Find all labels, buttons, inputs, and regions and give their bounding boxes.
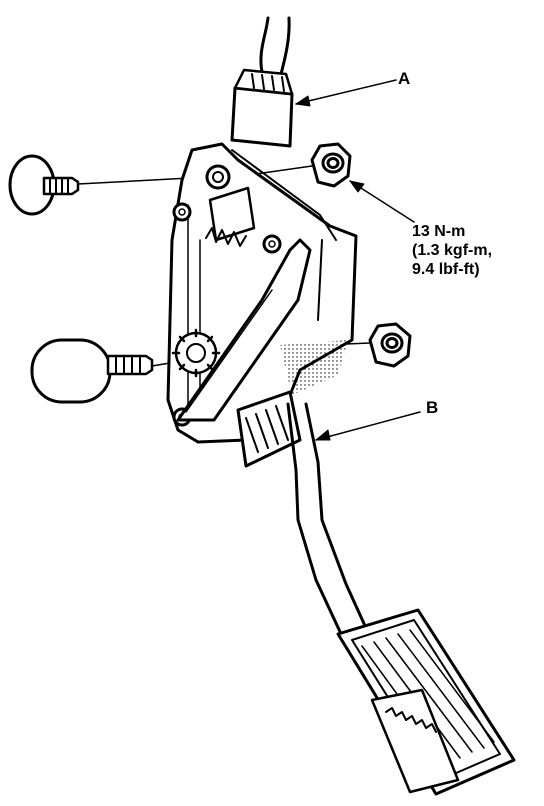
leader-arrowheads (295, 95, 365, 441)
callout-label-b: B (426, 398, 439, 417)
connector-a (230, 68, 294, 148)
wire-harness (259, 16, 291, 80)
bolt-lower (30, 338, 154, 404)
torque-spec: 13 N-m (1.3 kgf-m, 9.4 lbf-ft) (412, 222, 492, 279)
bolt-upper (8, 154, 80, 216)
pedal-pad (336, 608, 516, 796)
flange-nut-upper (310, 142, 352, 188)
torque-value: 13 N-m (412, 223, 466, 240)
torque-kgf: (1.3 kgf-m, (412, 242, 493, 259)
pedal-bracket (166, 142, 358, 468)
pedal-arm (286, 402, 368, 638)
flange-nut-lower (368, 322, 412, 368)
callout-label-a: A (398, 69, 411, 88)
torque-lbf: 9.4 lbf-ft) (412, 261, 480, 278)
